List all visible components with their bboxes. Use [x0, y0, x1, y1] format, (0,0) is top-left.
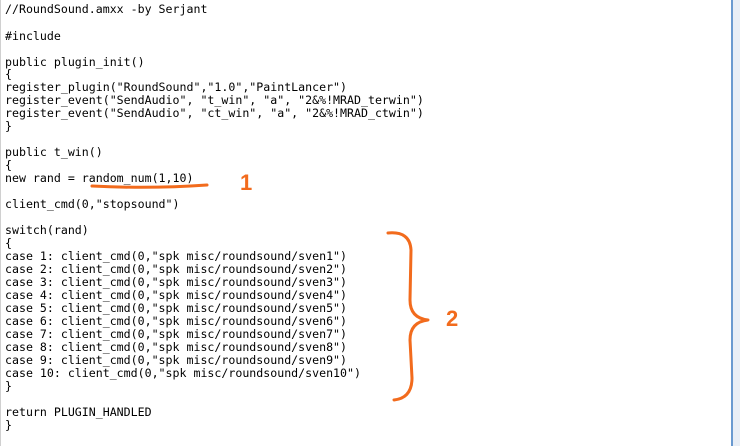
code-line-13: public t_win(): [5, 145, 103, 159]
code-line-22: case 2: client_cmd(0,"spk misc/roundsoun…: [5, 262, 348, 276]
code-line-1: //RoundSound.amxx -by Serjant: [5, 2, 208, 16]
code-line-11: }: [5, 119, 12, 133]
code-line-7: {: [5, 67, 12, 81]
annotation-marker-1: 1: [240, 170, 253, 195]
code-line-25: case 5: client_cmd(0,"spk misc/roundsoun…: [5, 301, 348, 315]
code-line-21: case 1: client_cmd(0,"spk misc/roundsoun…: [5, 249, 348, 263]
code-line-31: }: [5, 379, 12, 393]
code-line-17: client_cmd(0,"stopsound"): [5, 197, 180, 211]
code-line-5: public plugin_init(): [5, 55, 145, 69]
code-line-24: case 4: client_cmd(0,"spk misc/roundsoun…: [5, 288, 348, 302]
code-line-20: {: [5, 236, 12, 250]
annotation-marker-2: 2: [446, 306, 459, 331]
code-line-3: #include: [5, 29, 61, 43]
code-line-33: return PLUGIN_HANDLED: [5, 405, 152, 419]
code-line-19: switch(rand): [5, 223, 89, 237]
window-frame: [733, 0, 740, 446]
curly-brace-annotation: [386, 231, 430, 402]
code-line-28: case 8: client_cmd(0,"spk misc/roundsoun…: [5, 340, 348, 354]
underline-annotation: [90, 183, 209, 189]
code-line-8: register_plugin("RoundSound","1.0","Pain…: [5, 80, 348, 94]
code-line-29: case 9: client_cmd(0,"spk misc/roundsoun…: [5, 353, 348, 367]
code-line-27: case 7: client_cmd(0,"spk misc/roundsoun…: [5, 327, 348, 341]
code-line-10: register_event("SendAudio", "ct_win", "a…: [5, 106, 424, 120]
window-edge: [731, 0, 733, 446]
code-line-9: register_event("SendAudio", "t_win", "a"…: [5, 93, 424, 107]
code-line-26: case 6: client_cmd(0,"spk misc/roundsoun…: [5, 314, 348, 328]
code-line-34: }: [5, 418, 12, 432]
code-line-15: new rand = random_num(1,10): [5, 171, 194, 185]
code-line-30: case 10: client_cmd(0,"spk misc/roundsou…: [5, 366, 361, 380]
code-line-23: case 3: client_cmd(0,"spk misc/roundsoun…: [5, 275, 348, 289]
code-line-14: {: [5, 158, 12, 172]
